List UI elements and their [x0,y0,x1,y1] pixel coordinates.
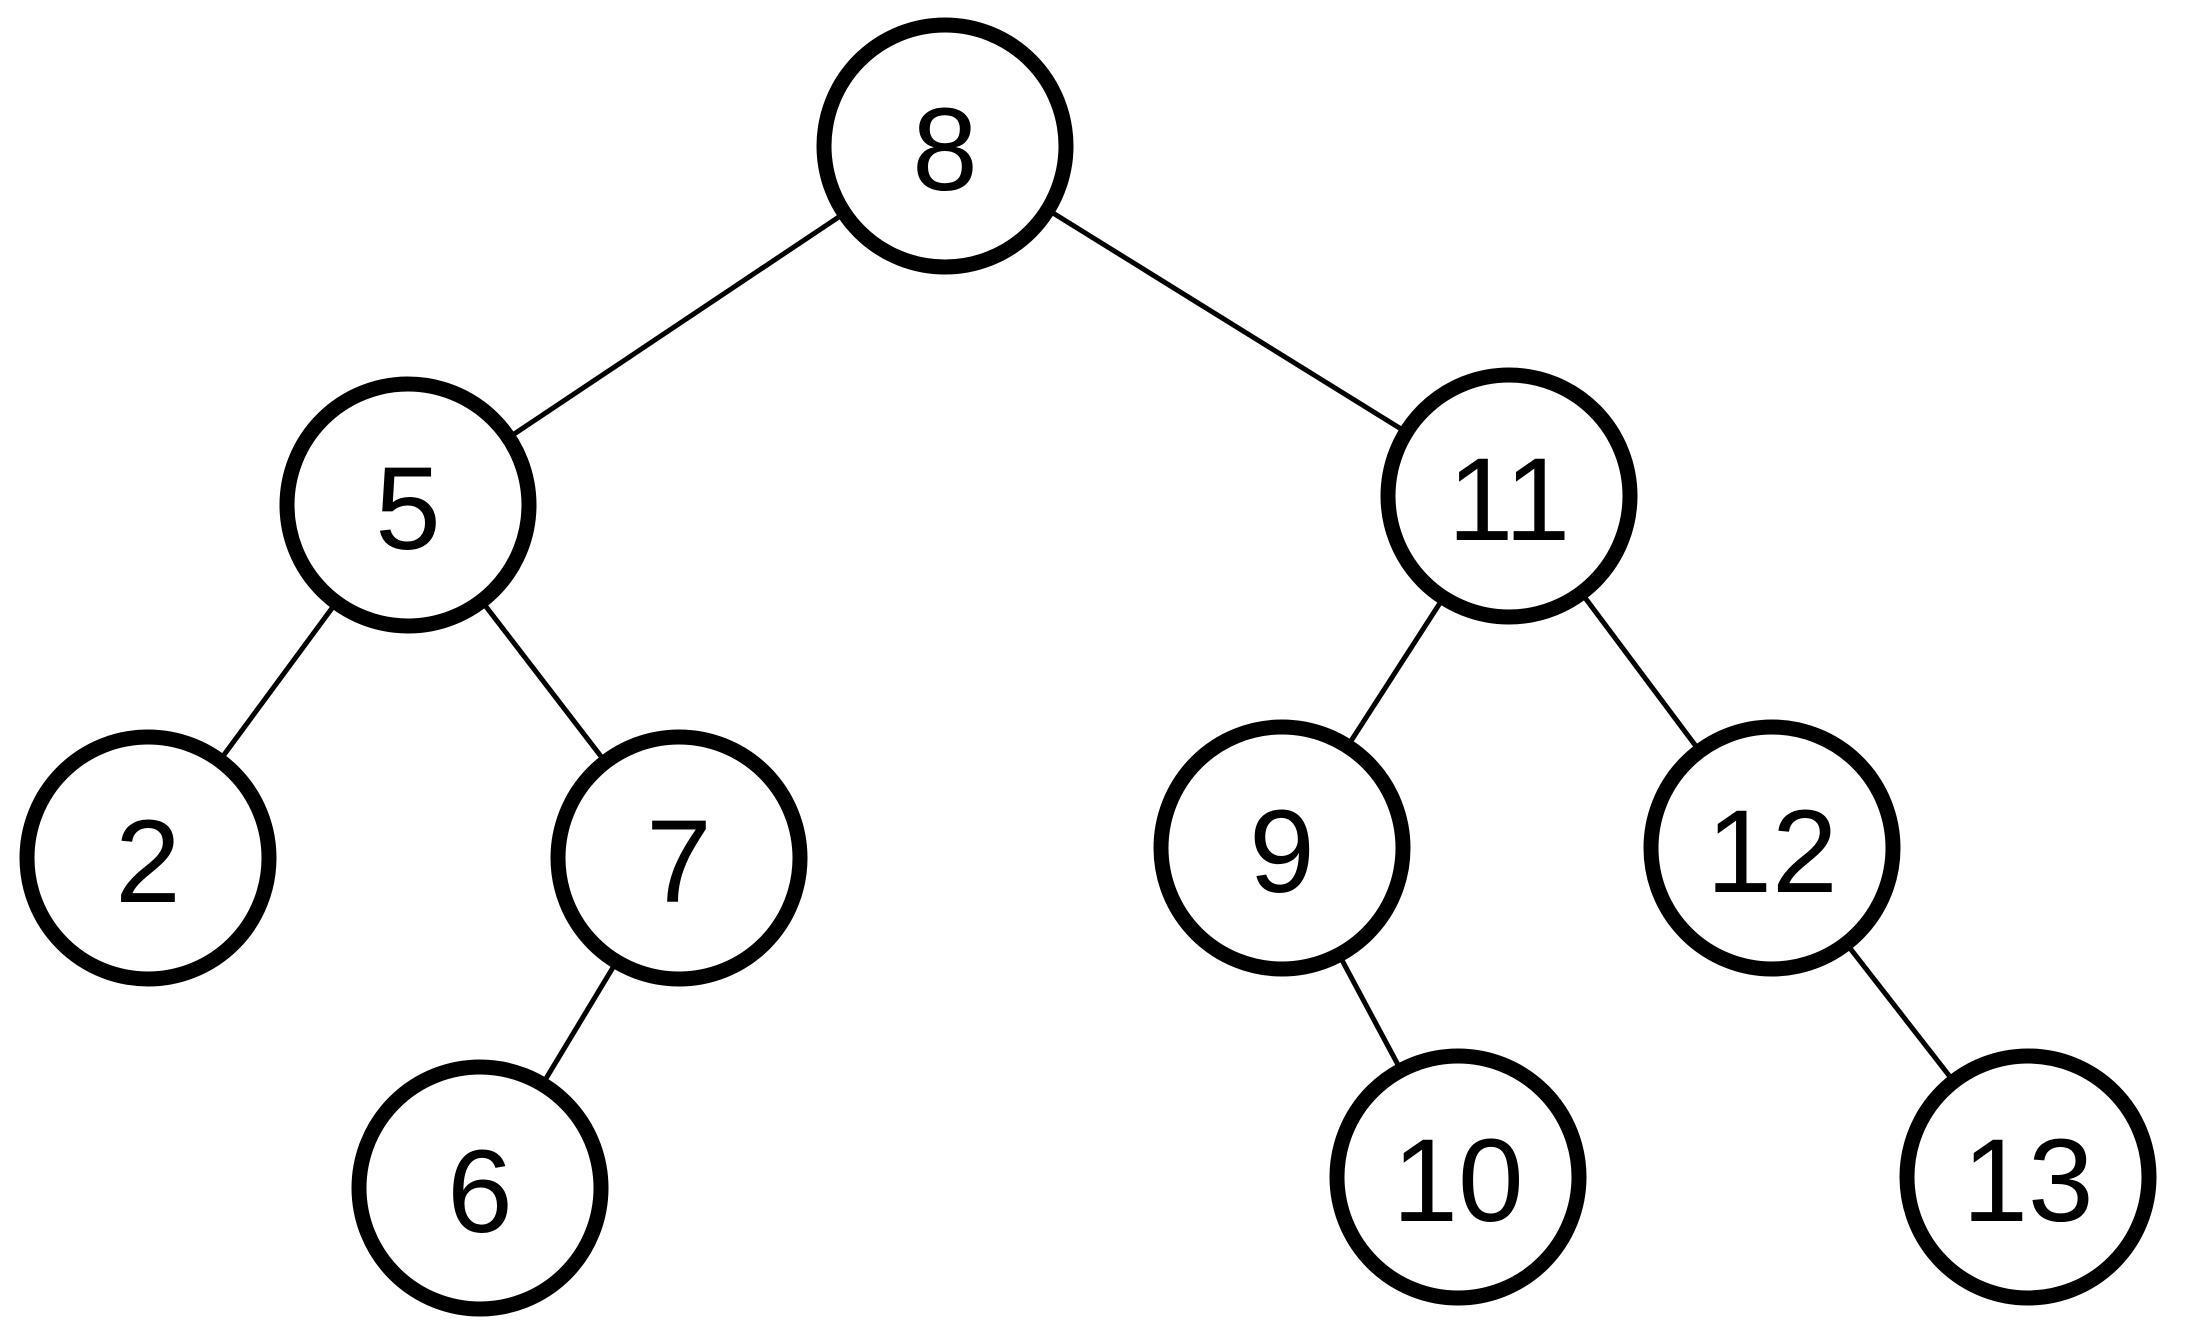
tree-node: 12 [1643,719,1901,977]
node-circle [351,1059,609,1317]
tree-node: 11 [1380,367,1638,625]
node-label: 2 [115,796,181,928]
tree-node: 2 [19,729,277,987]
tree-node: 5 [279,376,537,634]
node-circle [550,729,808,987]
tree-node: 13 [1899,1048,2157,1306]
node-label: 7 [646,796,712,928]
tree-node: 8 [816,17,1074,275]
nodes-layer: 8 5 11 2 7 6 9 12 10 13 [19,17,2157,1317]
node-circle [1899,1048,2157,1306]
node-circle [1643,719,1901,977]
node-label: 10 [1392,1115,1523,1247]
tree-node: 7 [550,729,808,987]
tree-node: 9 [1153,719,1411,977]
node-circle [19,729,277,987]
node-circle [816,17,1074,275]
node-label: 9 [1249,786,1315,918]
node-label: 6 [447,1126,513,1258]
node-label: 12 [1706,786,1837,918]
tree-node: 10 [1329,1048,1587,1306]
node-circle [1380,367,1638,625]
node-label: 13 [1962,1115,2093,1247]
node-circle [279,376,537,634]
node-label: 11 [1448,434,1571,566]
tree-node: 6 [351,1059,609,1317]
node-label: 5 [375,443,441,575]
edges-layer [145,143,2031,1191]
node-label: 8 [912,84,978,216]
node-circle [1153,719,1411,977]
node-circle [1329,1048,1587,1306]
